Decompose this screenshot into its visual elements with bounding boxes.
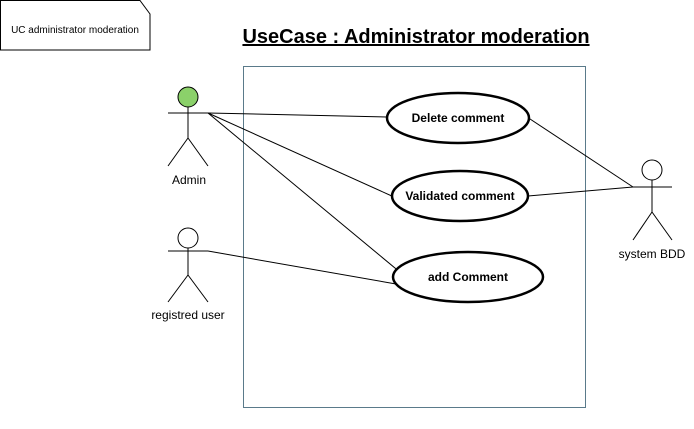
frame-label-text: UC administrator moderation [11, 25, 139, 36]
assoc-user-add [207, 250, 397, 285]
actor-system-bdd[interactable]: system BDD [619, 159, 686, 261]
assoc-delete-system [526, 116, 634, 188]
frame-label: UC administrator moderation [0, 0, 151, 51]
actor-system-bdd-label: system BDD [619, 247, 686, 261]
use-case-delete-comment[interactable]: Delete comment [385, 91, 531, 145]
actor-admin[interactable]: Admin [167, 86, 209, 187]
actor-admin-head [177, 86, 199, 108]
system-boundary [243, 66, 586, 408]
actor-registered-user[interactable]: registred user [151, 227, 225, 322]
use-case-validated-comment[interactable]: Validated comment [390, 169, 530, 223]
associations [207, 112, 634, 285]
use-case-add-comment[interactable]: add Comment [391, 250, 545, 304]
assoc-admin-add [207, 112, 402, 274]
use-case-delete-comment-label: Delete comment [412, 111, 505, 125]
actor-admin-label: Admin [172, 173, 206, 187]
diagram-title: UseCase : Administrator moderation [242, 26, 589, 48]
use-case-add-comment-label: add Comment [428, 270, 508, 284]
actor-system-bdd-head [641, 159, 663, 181]
use-case-validated-comment-label: Validated comment [405, 189, 514, 203]
assoc-admin-delete [207, 112, 388, 118]
actor-registered-user-label: registred user [151, 308, 224, 322]
assoc-admin-validated [207, 112, 395, 198]
actor-registered-user-head [177, 227, 199, 249]
assoc-validated-system [527, 186, 634, 197]
